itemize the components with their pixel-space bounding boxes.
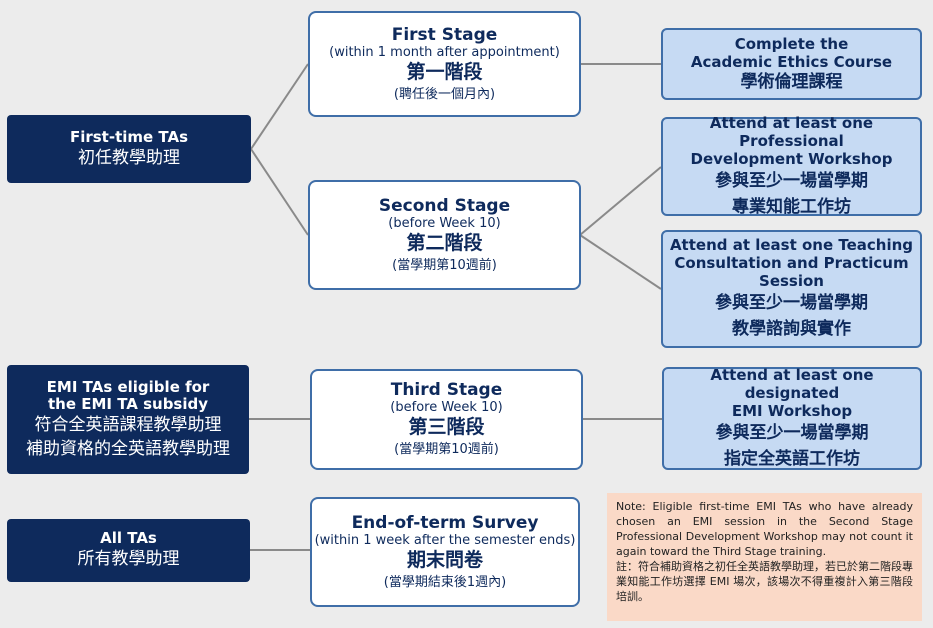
second-stage-box: Second Stage (before Week 10) 第二階段 (當學期第…	[308, 180, 581, 290]
task-label-zh: 指定全英語工作坊	[724, 448, 860, 469]
all-tas-box: All TAs 所有教學助理	[7, 519, 250, 582]
connector-line	[250, 148, 309, 236]
all-tas-label-zh: 所有教學助理	[77, 549, 180, 569]
task-label-zh: 參與至少一場當學期	[715, 422, 869, 443]
stage-deadline-zh: (當學期第10週前)	[394, 442, 499, 457]
task-label: Development Workshop	[690, 149, 893, 168]
task-label: EMI Workshop	[731, 401, 853, 420]
note-box: Note: Eligible first-time EMI TAs who ha…	[607, 493, 922, 621]
connector-line	[579, 234, 662, 290]
task-label: Attend at least one Teaching	[669, 236, 914, 254]
stage-deadline: (before Week 10)	[388, 215, 501, 231]
task-label: Attend at least one Professional	[709, 113, 874, 150]
emi-tas-label-zh: 補助資格的全英語教學助理	[26, 438, 230, 459]
task-label: Complete the	[734, 35, 849, 53]
all-tas-label: All TAs	[100, 529, 157, 547]
task-label-zh: 專業知能工作坊	[732, 196, 851, 217]
emi-workshop-task-box: Attend at least one designated EMI Works…	[662, 365, 922, 470]
first-time-tas-box: First-time TAs 初任教學助理	[7, 115, 251, 183]
stage-title: Third Stage	[390, 380, 503, 400]
task-label-zh: 學術倫理課程	[740, 72, 843, 92]
stage-title-zh: 第一階段	[406, 60, 483, 83]
emi-tas-label: EMI TAs eligible for	[46, 377, 210, 396]
connector-line	[250, 63, 309, 150]
stage-title-zh: 第三階段	[408, 416, 485, 438]
connector-line	[579, 166, 662, 236]
task-label-zh: 教學諮詢與實作	[732, 319, 851, 339]
stage-title-zh: 期末問卷	[406, 548, 483, 571]
first-stage-box: First Stage (within 1 month after appoin…	[308, 11, 581, 117]
note-text-en: Note: Eligible first-time EMI TAs who ha…	[616, 500, 913, 558]
stage-deadline-zh: (聘任後一個月內)	[393, 86, 496, 102]
first-time-tas-label-zh: 初任教學助理	[78, 147, 180, 168]
stage-title: First Stage	[391, 24, 498, 45]
task-label-zh: 參與至少一場當學期	[715, 170, 868, 191]
stage-deadline-zh: (當學期結束後1週內)	[383, 574, 507, 590]
emi-tas-label-zh: 符合全英語課程教學助理	[34, 414, 222, 435]
teaching-consultation-task-box: Attend at least one Teaching Consultatio…	[661, 230, 922, 348]
task-label: Attend at least one designated	[710, 365, 874, 402]
stage-title-zh: 第二階段	[406, 231, 483, 254]
professional-workshop-task-box: Attend at least one Professional Develop…	[661, 113, 922, 217]
task-label-zh: 參與至少一場當學期	[715, 293, 868, 313]
emi-tas-label: the EMI TA subsidy	[47, 394, 209, 413]
stage-title: End-of-term Survey	[351, 512, 539, 533]
task-label: Session	[759, 272, 824, 290]
first-time-tas-label: First-time TAs	[69, 127, 189, 146]
academic-ethics-task-box: Complete the Academic Ethics Course 學術倫理…	[661, 28, 922, 100]
stage-deadline: (within 1 week after the semester ends)	[314, 532, 576, 548]
stage-title: Second Stage	[378, 195, 511, 216]
end-of-term-survey-box: End-of-term Survey (within 1 week after …	[310, 497, 580, 607]
task-label: Academic Ethics Course	[690, 53, 893, 71]
task-label: Consultation and Practicum	[674, 254, 909, 272]
emi-tas-box: EMI TAs eligible for the EMI TA subsidy …	[7, 365, 249, 474]
stage-deadline: (before Week 10)	[390, 400, 503, 415]
third-stage-box: Third Stage (before Week 10) 第三階段 (當學期第1…	[310, 369, 583, 470]
stage-deadline: (within 1 month after appointment)	[329, 44, 560, 60]
note-text-zh: 註：符合補助資格之初任全英語教學助理，若已於第二階段專業知能工作坊選擇 EMI …	[616, 560, 913, 603]
stage-deadline-zh: (當學期第10週前)	[392, 257, 497, 273]
